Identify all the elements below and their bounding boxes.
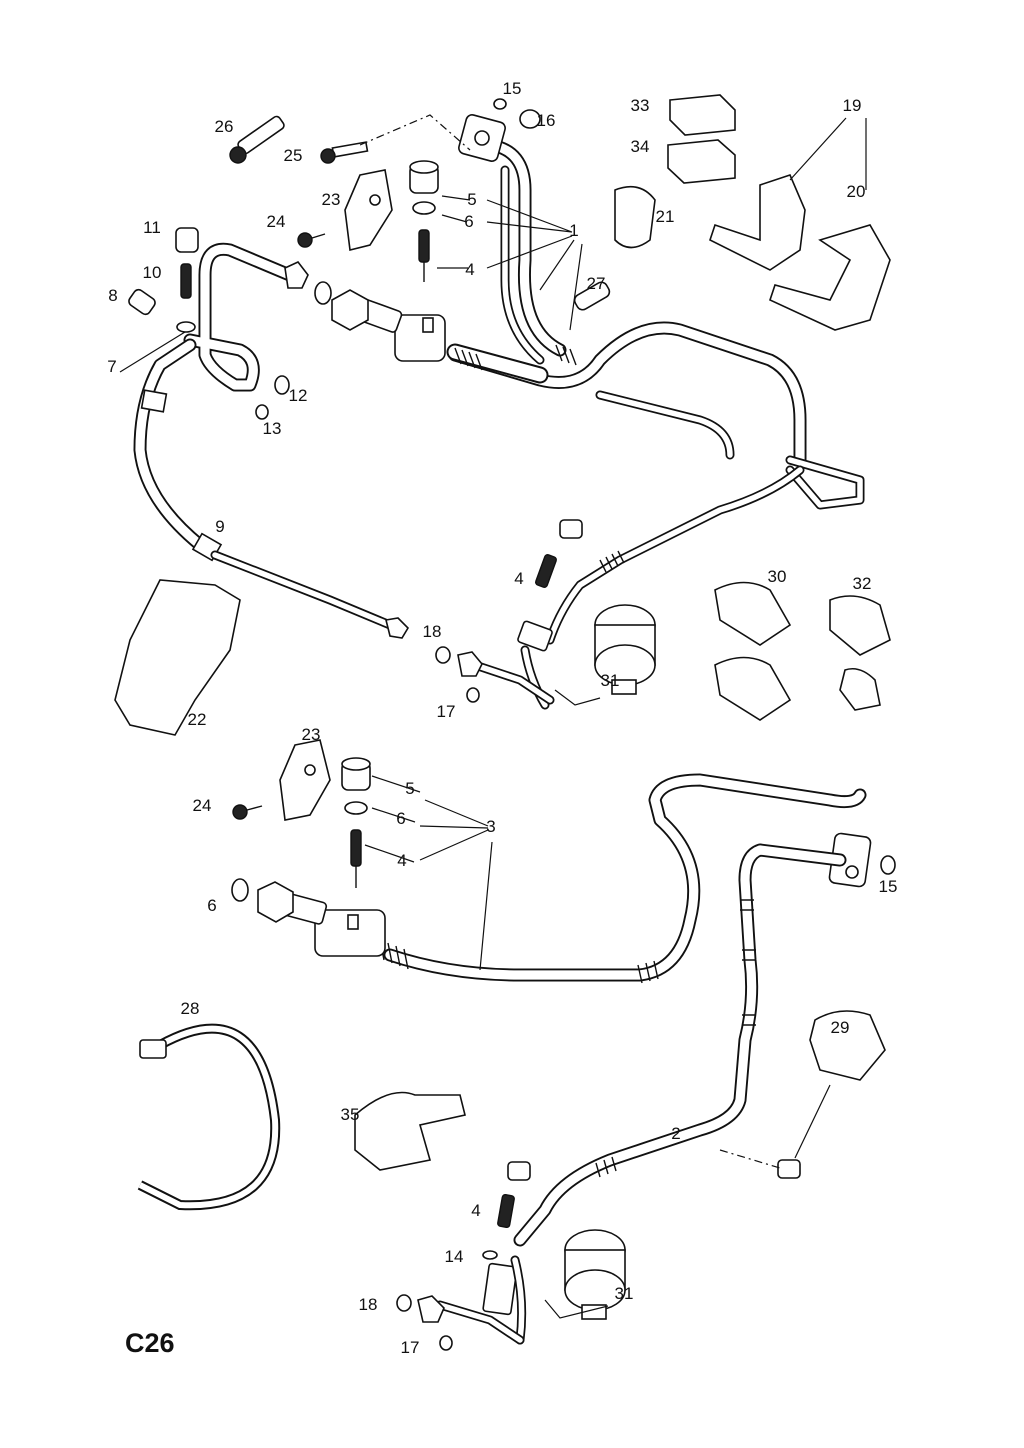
callout-27: 27 [587, 274, 606, 293]
callout-1: 1 [569, 221, 578, 240]
callout-21: 21 [656, 207, 675, 226]
callout-25: 25 [284, 146, 303, 165]
callout-7: 7 [107, 357, 116, 376]
callout-16: 16 [537, 111, 556, 130]
callout-6: 6 [207, 896, 216, 915]
callout-19: 19 [843, 96, 862, 115]
callout-30: 30 [768, 567, 787, 586]
callout-31: 31 [601, 671, 620, 690]
callout-24: 24 [267, 212, 286, 231]
pipe-2-assembly [137, 832, 896, 1351]
callout-17: 17 [401, 1338, 420, 1357]
callout-14: 14 [445, 1247, 464, 1266]
callout-20: 20 [847, 182, 866, 201]
top-small-parts [114, 94, 891, 736]
callout-24: 24 [193, 796, 212, 815]
leader-lines [119, 114, 867, 1319]
callout-29: 29 [831, 1018, 850, 1037]
callout-11: 11 [143, 218, 161, 237]
pipe-1-assembly [331, 114, 865, 510]
callout-26: 26 [215, 117, 234, 136]
callout-2: 2 [671, 1124, 680, 1143]
diagram-code: C26 [125, 1328, 175, 1358]
callout-4: 4 [471, 1201, 480, 1220]
callout-34: 34 [631, 137, 650, 156]
callout-4: 4 [397, 851, 406, 870]
pipe-9 [133, 242, 410, 639]
callout-35: 35 [341, 1105, 360, 1124]
callout-6: 6 [464, 212, 473, 231]
callout-5: 5 [405, 779, 414, 798]
callout-23: 23 [302, 725, 321, 744]
callout-32: 32 [853, 574, 872, 593]
callout-18: 18 [359, 1295, 378, 1314]
callout-18: 18 [423, 622, 442, 641]
callout-5: 5 [467, 190, 476, 209]
pipe-1-lower [457, 465, 805, 710]
callout-8: 8 [108, 286, 117, 305]
callout-23: 23 [322, 190, 341, 209]
callout-22: 22 [188, 710, 207, 729]
callout-31: 31 [615, 1284, 634, 1303]
callout-28: 28 [181, 999, 200, 1018]
callout-33: 33 [631, 96, 650, 115]
callout-10: 10 [143, 263, 162, 282]
callout-15: 15 [503, 79, 522, 98]
callout-17: 17 [437, 702, 456, 721]
callout-9: 9 [215, 517, 224, 536]
callout-4: 4 [465, 260, 474, 279]
callout-13: 13 [263, 419, 282, 438]
callout-4: 4 [514, 569, 523, 588]
pipe-3-assembly [231, 739, 867, 984]
callout-3: 3 [486, 817, 495, 836]
callout-6: 6 [396, 809, 405, 828]
callout-15: 15 [879, 877, 898, 896]
callout-12: 12 [289, 386, 308, 405]
